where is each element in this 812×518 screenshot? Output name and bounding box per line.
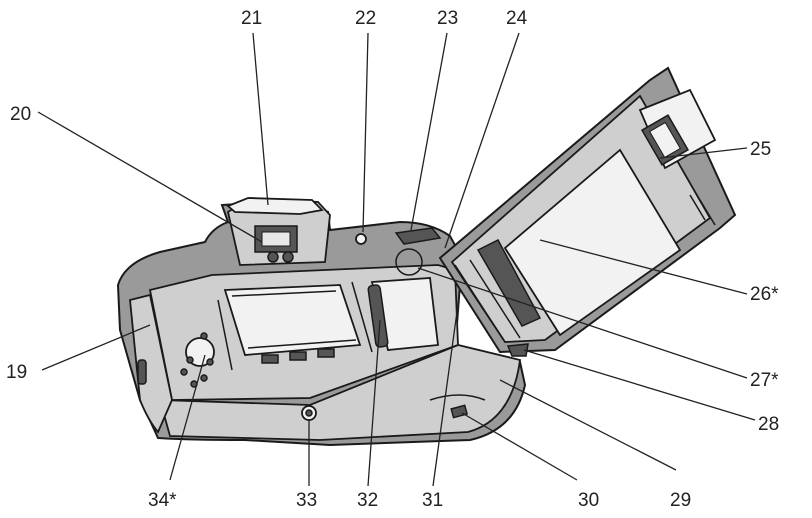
leader-23 [410, 32, 448, 231]
leader-20 [37, 111, 263, 243]
leader-25 [659, 147, 748, 159]
label-27: 27* [750, 370, 779, 391]
label-21: 21 [241, 8, 262, 29]
leader-29 [499, 379, 677, 471]
label-29: 29 [670, 490, 691, 511]
label-34: 34* [148, 490, 177, 511]
leader-27 [417, 267, 748, 379]
leader-24 [444, 32, 520, 249]
label-30: 30 [578, 490, 599, 511]
leader-lines [37, 32, 756, 487]
viewfinder-housing [226, 197, 442, 266]
leader-28 [523, 349, 756, 421]
leader-34 [169, 354, 206, 481]
callout-numbers: 19 20 21 22 23 24 25 26* 27* 28 29 30 31… [6, 8, 779, 511]
label-24: 24 [506, 8, 528, 29]
label-32: 32 [357, 490, 378, 511]
leader-26 [539, 239, 748, 295]
leader-22 [362, 32, 369, 233]
leader-19 [41, 324, 151, 371]
leader-32 [367, 319, 381, 487]
label-20: 20 [10, 104, 31, 125]
label-28: 28 [758, 414, 779, 435]
label-33: 33 [296, 490, 317, 511]
camera-back-door [395, 66, 737, 357]
leader-30 [461, 412, 578, 481]
label-23: 23 [437, 8, 458, 29]
label-22: 22 [355, 8, 376, 29]
label-25: 25 [750, 139, 771, 160]
label-31: 31 [422, 490, 443, 511]
leader-31 [432, 289, 461, 487]
label-19: 19 [6, 362, 27, 383]
leader-21 [252, 32, 269, 206]
label-26: 26* [750, 284, 779, 305]
